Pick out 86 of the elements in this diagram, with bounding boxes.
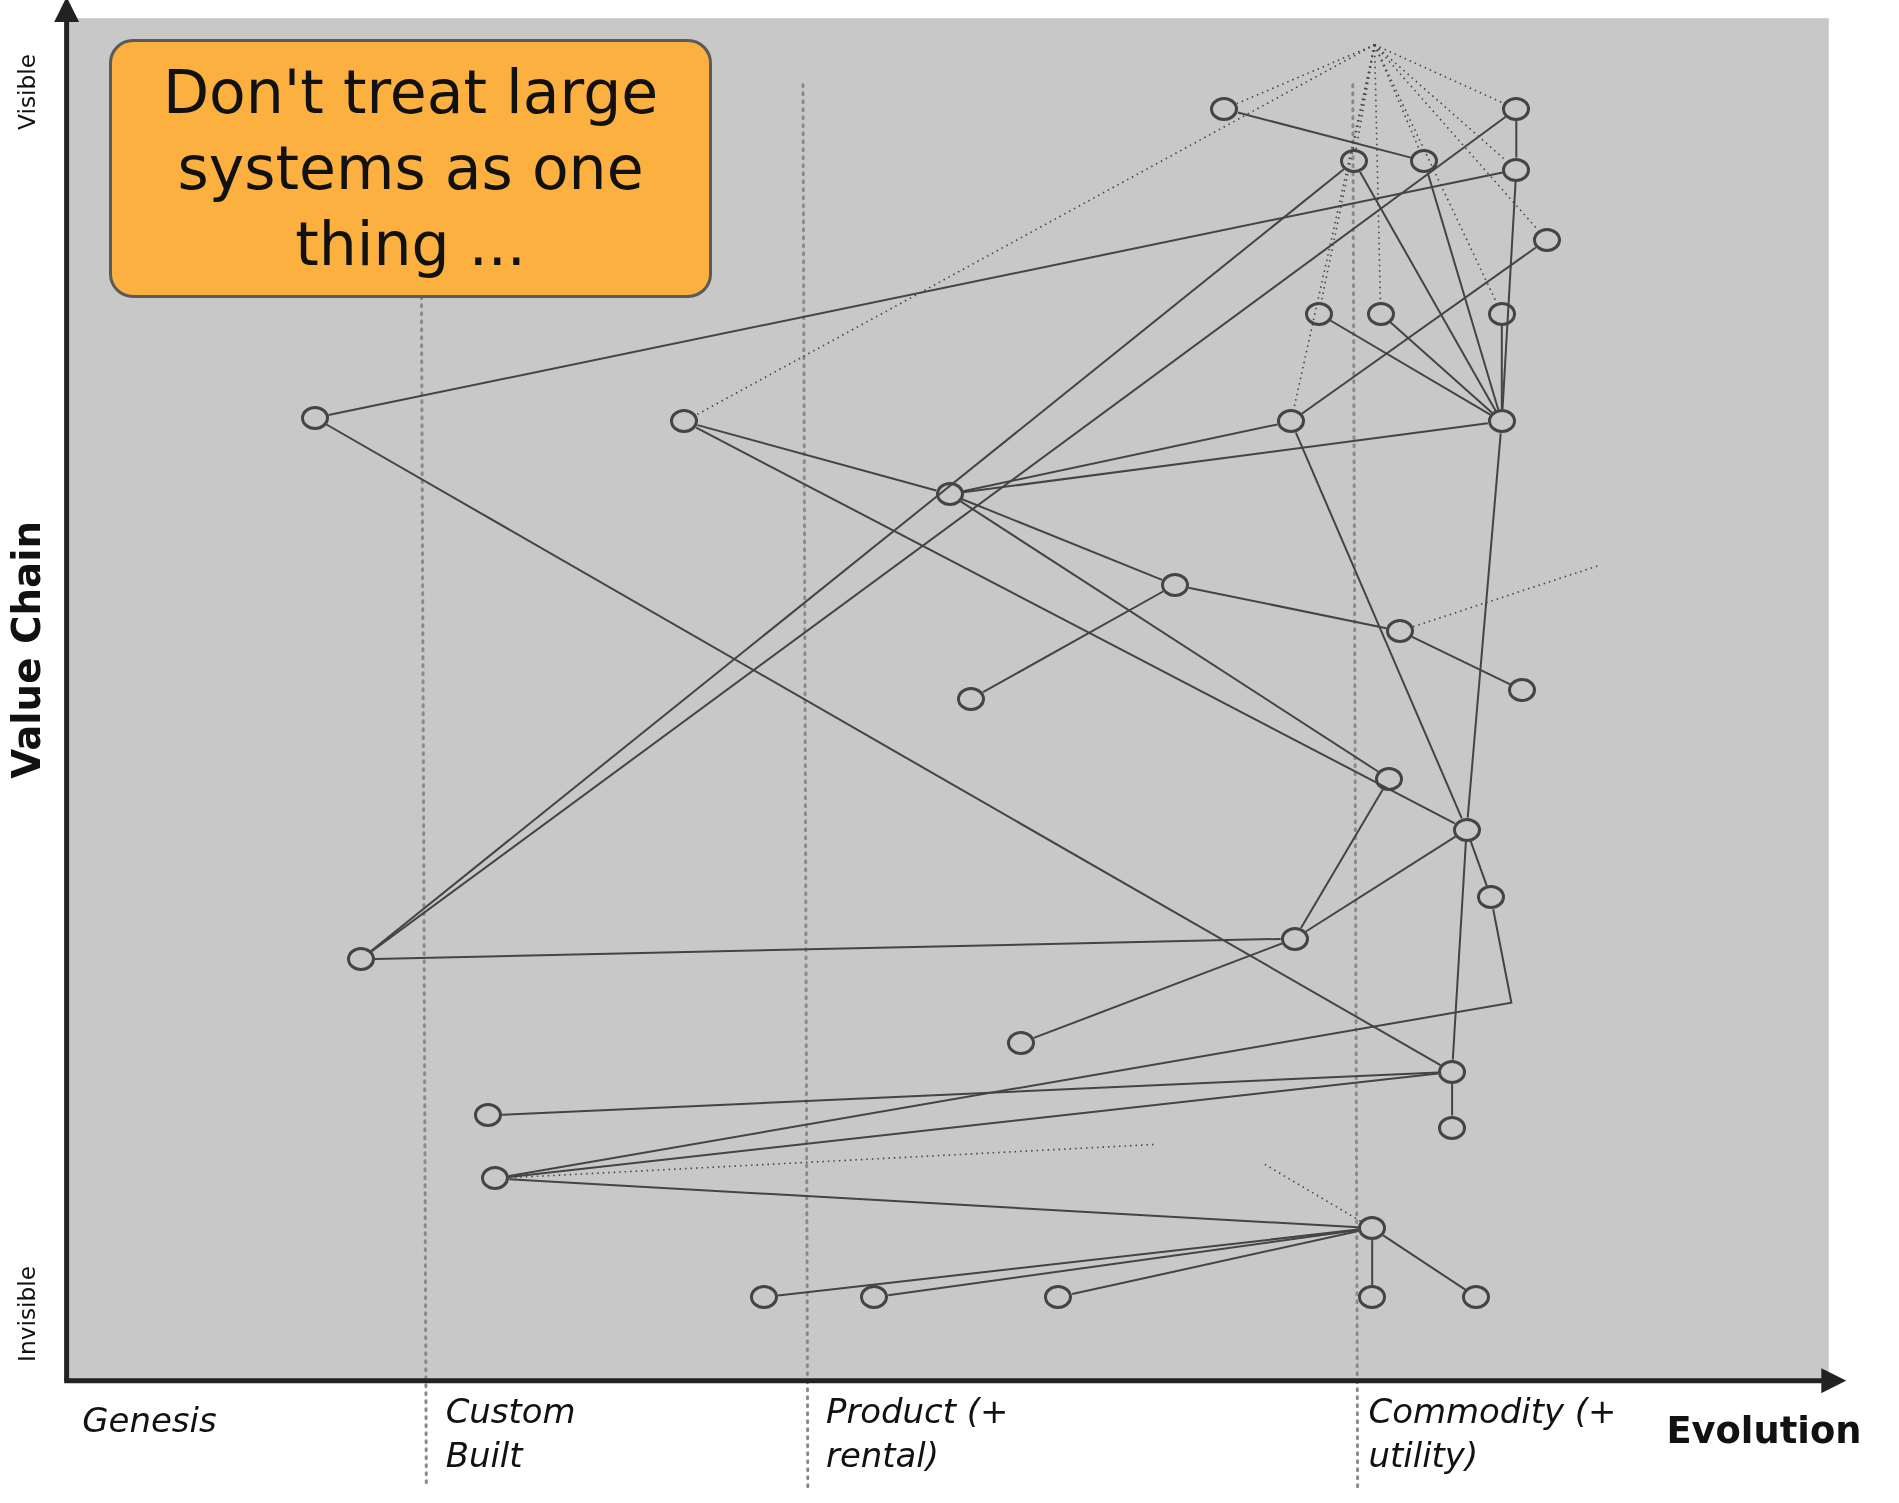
circle-node: [474, 1103, 503, 1128]
callout-box: Don't treat large systems as one thing ...: [109, 38, 713, 298]
circle-node: [1358, 1216, 1387, 1241]
connector-line: [370, 168, 1345, 952]
connector-line: [1371, 1239, 1374, 1287]
circle-node: [300, 405, 329, 430]
connector-line: [1294, 431, 1463, 820]
connector-line: [1304, 835, 1457, 933]
connector-line: [1411, 635, 1512, 686]
circle-node: [1340, 149, 1368, 174]
connector-line: [695, 426, 1456, 825]
axis-title: Evolution: [1666, 1408, 1862, 1455]
connector-line: [1236, 111, 1412, 159]
connector-line: [370, 115, 1507, 953]
connector-line: [962, 422, 1489, 494]
circle-node: [1304, 301, 1333, 326]
circle-node: [1438, 1059, 1467, 1084]
circle-node: [1452, 817, 1481, 842]
dotted-line: [1412, 564, 1600, 628]
connector-line: [325, 423, 1442, 1067]
circle-node: [670, 409, 699, 434]
circle-node: [957, 686, 986, 711]
connector-line: [1515, 120, 1518, 159]
connector-line: [1300, 246, 1537, 415]
connector-line: [1382, 1234, 1467, 1291]
circle-node: [1487, 409, 1516, 434]
circle-node: [1532, 227, 1561, 252]
circle-node: [1277, 409, 1305, 434]
circle-node: [1410, 149, 1439, 174]
axis-end-label: Invisible: [12, 1265, 42, 1362]
connector-line: [1426, 171, 1500, 411]
connector-line: [1187, 586, 1388, 630]
connector-line: [327, 171, 1504, 416]
connector-line: [1451, 840, 1467, 1061]
connector-line: [1389, 321, 1493, 414]
connector-line: [1469, 840, 1488, 887]
dotted-line: [508, 1143, 1155, 1179]
connector-line: [373, 937, 1282, 960]
axis-title: Value Chain: [3, 520, 51, 779]
circle-node: [1502, 97, 1531, 121]
circle-node: [1502, 157, 1531, 182]
connector-line: [1359, 170, 1497, 412]
connector-line: [508, 1178, 1360, 1229]
connector-line: [961, 498, 1164, 581]
stage-label: Genesis: [82, 1399, 218, 1442]
circle-node: [481, 1166, 510, 1191]
connector-line: [1071, 1230, 1360, 1296]
stage-label: Commodity (+ utility): [1368, 1391, 1618, 1478]
stage-label: Product (+ rental): [825, 1391, 1010, 1478]
dotted-line: [1373, 44, 1505, 105]
connector-line: [1500, 324, 1503, 411]
circle-node: [750, 1285, 779, 1310]
connector-line: [1329, 319, 1492, 416]
circle-node: [1280, 926, 1309, 951]
circle-node: [1487, 301, 1516, 326]
circle-node: [1476, 885, 1505, 910]
connector-line: [959, 500, 1379, 773]
circle-node: [1210, 97, 1239, 121]
connector-line: [696, 424, 938, 492]
connector-line: [1501, 180, 1517, 411]
circle-node: [935, 482, 964, 507]
connector-line: [887, 1229, 1360, 1297]
circle-node: [1386, 618, 1414, 643]
circle-node: [1375, 766, 1404, 791]
dotted-line: [695, 44, 1376, 416]
stage-label: Custom Built: [445, 1391, 577, 1478]
axis-end-label: Visible: [12, 54, 42, 131]
circle-node: [1358, 1285, 1387, 1310]
connector-line: [508, 1072, 1440, 1178]
connector-line: [962, 423, 1279, 493]
connector-line: [501, 1071, 1440, 1116]
circle-node: [1366, 301, 1395, 326]
connector-line: [982, 590, 1164, 694]
circle-node: [1006, 1030, 1035, 1055]
connector-line: [1300, 788, 1384, 929]
circle-node: [1160, 572, 1189, 597]
circle-node: [1044, 1285, 1073, 1310]
circle-node: [1438, 1115, 1467, 1140]
connector-line: [1466, 432, 1502, 819]
connector-line: [1451, 1082, 1454, 1117]
circle-node: [346, 947, 375, 972]
connector-line: [1032, 942, 1283, 1039]
circle-node: [860, 1285, 889, 1310]
circle-node: [1462, 1285, 1491, 1310]
connector-line: [508, 908, 1513, 1177]
circle-node: [1508, 678, 1537, 703]
